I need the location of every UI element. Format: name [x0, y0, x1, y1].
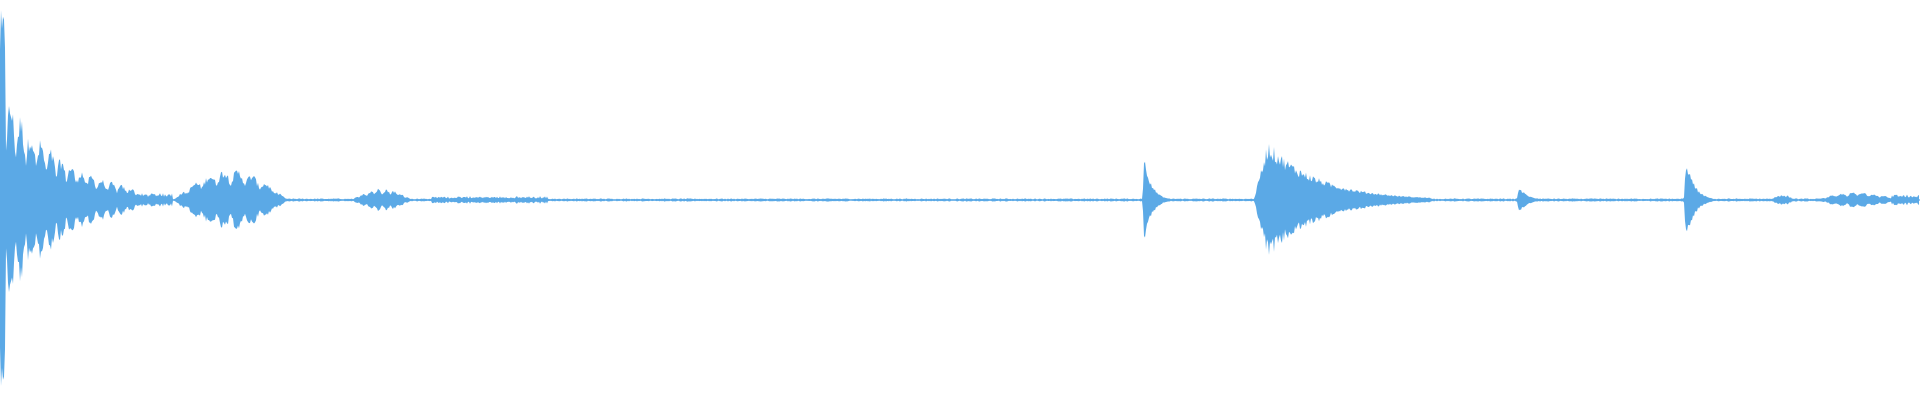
waveform-envelope	[0, 10, 1919, 386]
